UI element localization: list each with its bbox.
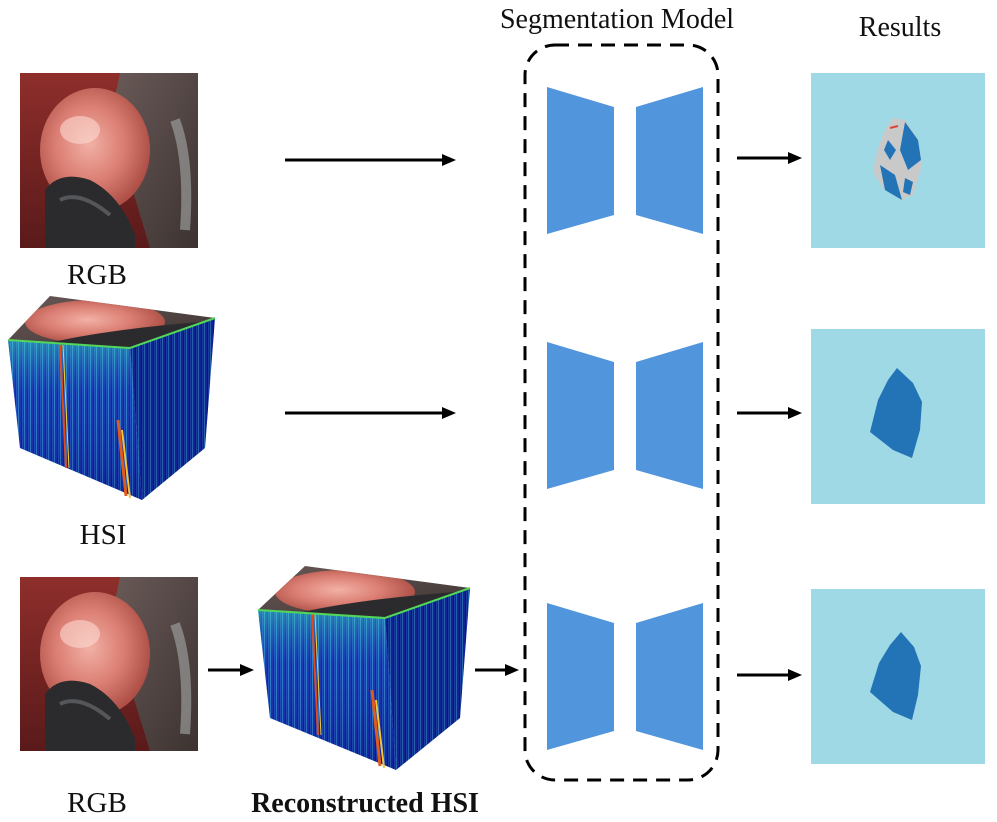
hsi-label: HSI [80, 519, 127, 551]
reconstructed-hsi-label: Reconstructed HSI [251, 788, 479, 819]
rgb-label-top: RGB [67, 259, 127, 291]
decoder-trapezoid [636, 342, 703, 489]
encoder-trapezoid [547, 342, 614, 489]
decoder-trapezoid [636, 603, 703, 750]
model-dashed-frame [523, 43, 720, 782]
arrow-row3-input [475, 664, 519, 676]
encoder-decoder-icon [547, 342, 703, 489]
model-title: Segmentation Model [500, 4, 734, 35]
encoder-trapezoid [547, 603, 614, 750]
arrow-row1-output [737, 152, 802, 164]
encoder-trapezoid [547, 87, 614, 234]
result-map-reconstructed [811, 589, 985, 764]
decoder-trapezoid [636, 87, 703, 234]
results-title: Results [859, 12, 941, 43]
hsi-cube [7, 296, 216, 500]
arrow-rgb-to-reconstruction [208, 664, 254, 676]
result-map-rgb [811, 73, 985, 248]
rgb-photo-top [20, 73, 198, 248]
encoder-decoder-icon [547, 603, 703, 750]
arrow-row1-input [285, 154, 456, 166]
rgb-label-bottom: RGB [67, 787, 127, 819]
reconstructed-hsi-cube [257, 566, 471, 770]
result-map-hsi [811, 329, 985, 504]
arrow-row2-output [737, 407, 802, 419]
arrow-row3-output [737, 669, 802, 681]
arrow-row2-input [285, 407, 456, 419]
rgb-photo-bottom [20, 577, 198, 751]
encoder-decoder-icon [547, 87, 703, 234]
